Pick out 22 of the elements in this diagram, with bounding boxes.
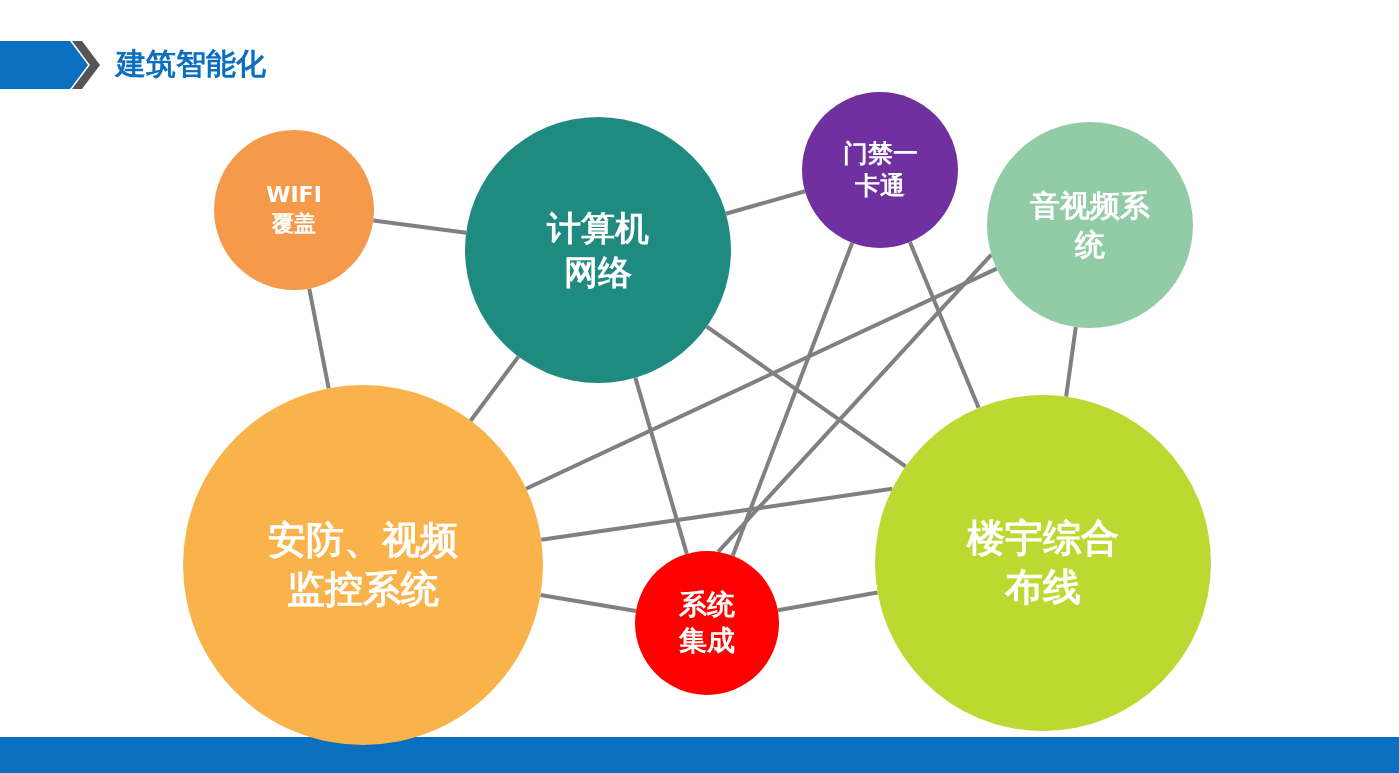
connector-line xyxy=(525,266,998,491)
connector-line xyxy=(777,590,878,613)
node-label: 门禁一卡通 xyxy=(841,137,919,202)
node-label: 音视频系统 xyxy=(1029,187,1151,264)
connector-line xyxy=(307,288,331,389)
connector-line xyxy=(716,253,993,554)
node-label: 楼宇综合布线 xyxy=(965,514,1120,611)
page-title: 建筑智能化 xyxy=(116,45,266,83)
connector-line xyxy=(1064,326,1078,397)
node-label: 安防、视频监控系统 xyxy=(267,516,459,613)
connector-line xyxy=(730,242,855,557)
connector-line xyxy=(540,592,637,613)
connector-line xyxy=(705,324,907,468)
connector-line xyxy=(908,241,981,409)
node-label: 系统集成 xyxy=(678,586,736,659)
node-label: 计算机网络 xyxy=(545,206,650,294)
node-label: WIFI 覆盖 xyxy=(265,181,323,238)
connector-line xyxy=(540,486,893,542)
connector-line xyxy=(725,189,806,216)
connector-line xyxy=(469,355,521,422)
connector-line xyxy=(373,218,467,235)
connector-line xyxy=(633,377,689,555)
